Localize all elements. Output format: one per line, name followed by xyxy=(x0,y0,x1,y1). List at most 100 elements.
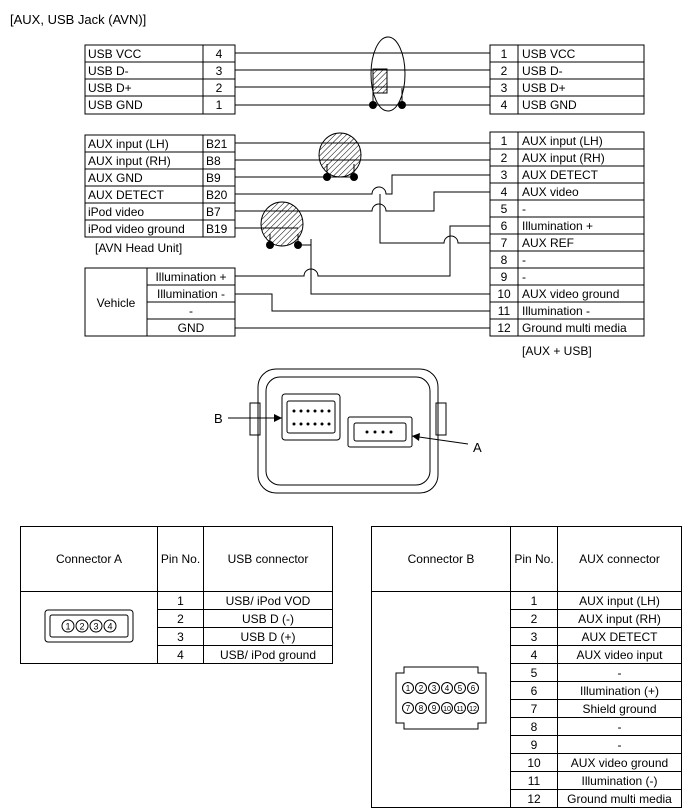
table-b-func: AUX input (LH) xyxy=(557,591,682,610)
connector-b-pin: 5 xyxy=(458,684,463,693)
table-a-pin: 4 xyxy=(157,645,204,664)
right-usb-name: USB D+ xyxy=(522,81,566,95)
table-b-func: AUX DETECT xyxy=(557,627,682,646)
table-b-header: Pin No. xyxy=(510,526,558,592)
connector-b-pin: 3 xyxy=(432,684,437,693)
connector-b-drawing: 1 2 3 4 5 6 7 8 9 10 11 12 xyxy=(371,591,511,808)
table-a-func: USB/ iPod VOD xyxy=(203,591,333,610)
splice-dot xyxy=(398,101,406,109)
connector-b-icon: 1 2 3 4 5 6 7 8 9 10 11 12 xyxy=(395,666,487,730)
usb-left-pin: 4 xyxy=(216,47,223,61)
table-b-pin: 6 xyxy=(510,681,558,700)
table-b-func: AUX input (RH) xyxy=(557,609,682,628)
right-usb-name: USB GND xyxy=(522,98,577,112)
connector-a-pin: 1 xyxy=(65,622,70,632)
right-aux-name: AUX input (LH) xyxy=(522,134,603,148)
right-aux-pin: 7 xyxy=(501,236,508,250)
aux-usb-label: [AUX + USB] xyxy=(522,344,592,358)
jack-pin-dots xyxy=(292,409,393,434)
right-aux-pin: 9 xyxy=(501,270,508,284)
aux-left-pin: B21 xyxy=(206,137,228,151)
right-aux-name: AUX input (RH) xyxy=(522,151,605,165)
table-a-header: Connector A xyxy=(20,526,158,592)
table-a-func: USB D (-) xyxy=(203,609,333,628)
aux-left-name: AUX DETECT xyxy=(88,188,165,202)
diagram-title: [AUX, USB Jack (AVN)] xyxy=(10,12,146,27)
right-aux-name: AUX video xyxy=(522,185,579,199)
splice-dot xyxy=(266,241,274,249)
connector-a-pin: 4 xyxy=(107,622,112,632)
table-b-pin: 2 xyxy=(510,609,558,628)
table-b-func: - xyxy=(557,735,682,754)
connector-b-pin: 9 xyxy=(432,704,437,713)
callout-b: B xyxy=(214,411,223,426)
right-usb-pin: 1 xyxy=(501,47,508,61)
table-b-pin: 9 xyxy=(510,735,558,754)
table-b-pin: 3 xyxy=(510,627,558,646)
aux-left-pin: B7 xyxy=(206,205,221,219)
usb-left-name: USB D+ xyxy=(88,81,132,95)
right-aux-pin: 10 xyxy=(497,287,511,301)
right-usb-pin: 4 xyxy=(501,98,508,112)
table-b-pin: 1 xyxy=(510,591,558,610)
table-b-func: AUX video ground xyxy=(557,753,682,772)
aux-usb-right-block: 1 2 3 4 USB VCC USB D- USB D+ USB GND 1 … xyxy=(489,44,645,337)
aux-left-name: AUX input (RH) xyxy=(88,154,171,168)
aux-left-name: iPod video ground xyxy=(88,222,185,236)
connector-a-pin: 3 xyxy=(93,622,98,632)
usb-left-name: USB GND xyxy=(88,98,143,112)
table-a-pin: 1 xyxy=(157,591,204,610)
vehicle-row: GND xyxy=(178,321,205,335)
vehicle-row: - xyxy=(189,304,193,318)
aux-left-pin: B9 xyxy=(206,171,221,185)
right-aux-pin: 4 xyxy=(501,185,508,199)
right-aux-pin: 8 xyxy=(501,253,508,267)
connector-b-pin: 1 xyxy=(406,684,411,693)
right-usb-name: USB VCC xyxy=(522,47,576,61)
usb-left-pin: 3 xyxy=(216,64,223,78)
callout-a: A xyxy=(473,440,482,455)
vehicle-row: Illumination - xyxy=(157,287,225,301)
connector-b-pin: 4 xyxy=(445,684,450,693)
callout-arrow-a xyxy=(412,433,420,441)
splice-dot xyxy=(294,241,302,249)
right-aux-pin: 12 xyxy=(497,321,511,335)
callout-line-a xyxy=(411,435,469,445)
right-aux-name: AUX video ground xyxy=(522,287,619,301)
aux-left-pin: B8 xyxy=(206,154,221,168)
aux-left-pin: B20 xyxy=(206,188,228,202)
table-b-header: Connector B xyxy=(371,526,511,592)
table-a-header: USB connector xyxy=(203,526,333,592)
table-b-func: - xyxy=(557,717,682,736)
right-usb-pin: 3 xyxy=(501,81,508,95)
head-unit-label: [AVN Head Unit] xyxy=(95,241,182,255)
table-b-func: - xyxy=(557,663,682,682)
usb-left-name: USB D- xyxy=(88,64,129,78)
right-aux-pin: 6 xyxy=(501,219,508,233)
right-usb-name: USB D- xyxy=(522,64,563,78)
table-b-func: Ground multi media xyxy=(557,789,682,808)
right-aux-name: - xyxy=(522,202,526,216)
vehicle-block: Vehicle Illumination + Illumination - - … xyxy=(84,267,236,337)
aux-left-pin: B19 xyxy=(206,222,228,236)
usb-left-block: USB VCC USB D- USB D+ USB GND 4 3 2 1 xyxy=(84,44,236,115)
right-aux-pin: 5 xyxy=(501,202,508,216)
right-usb-pin: 2 xyxy=(501,64,508,78)
connector-a-icon: 1 2 3 4 xyxy=(44,609,134,643)
aux-left-name: AUX input (LH) xyxy=(88,137,169,151)
connector-a-table: Connector A Pin No. USB connector 1 2 3 … xyxy=(20,526,333,664)
table-a-func: USB/ iPod ground xyxy=(203,645,333,664)
aux-wires xyxy=(235,132,490,329)
jack-illustration xyxy=(249,368,447,494)
right-aux-pin: 2 xyxy=(501,151,508,165)
aux-left-name: AUX GND xyxy=(88,171,143,185)
connector-b-pin: 10 xyxy=(443,706,451,713)
right-aux-name: Ground multi media xyxy=(522,321,627,335)
table-b-pin: 7 xyxy=(510,699,558,718)
splice-dot xyxy=(369,101,377,109)
table-b-pin: 10 xyxy=(510,753,558,772)
right-aux-name: AUX DETECT xyxy=(522,168,599,182)
table-a-pin: 3 xyxy=(157,627,204,646)
table-b-pin: 11 xyxy=(510,771,558,790)
